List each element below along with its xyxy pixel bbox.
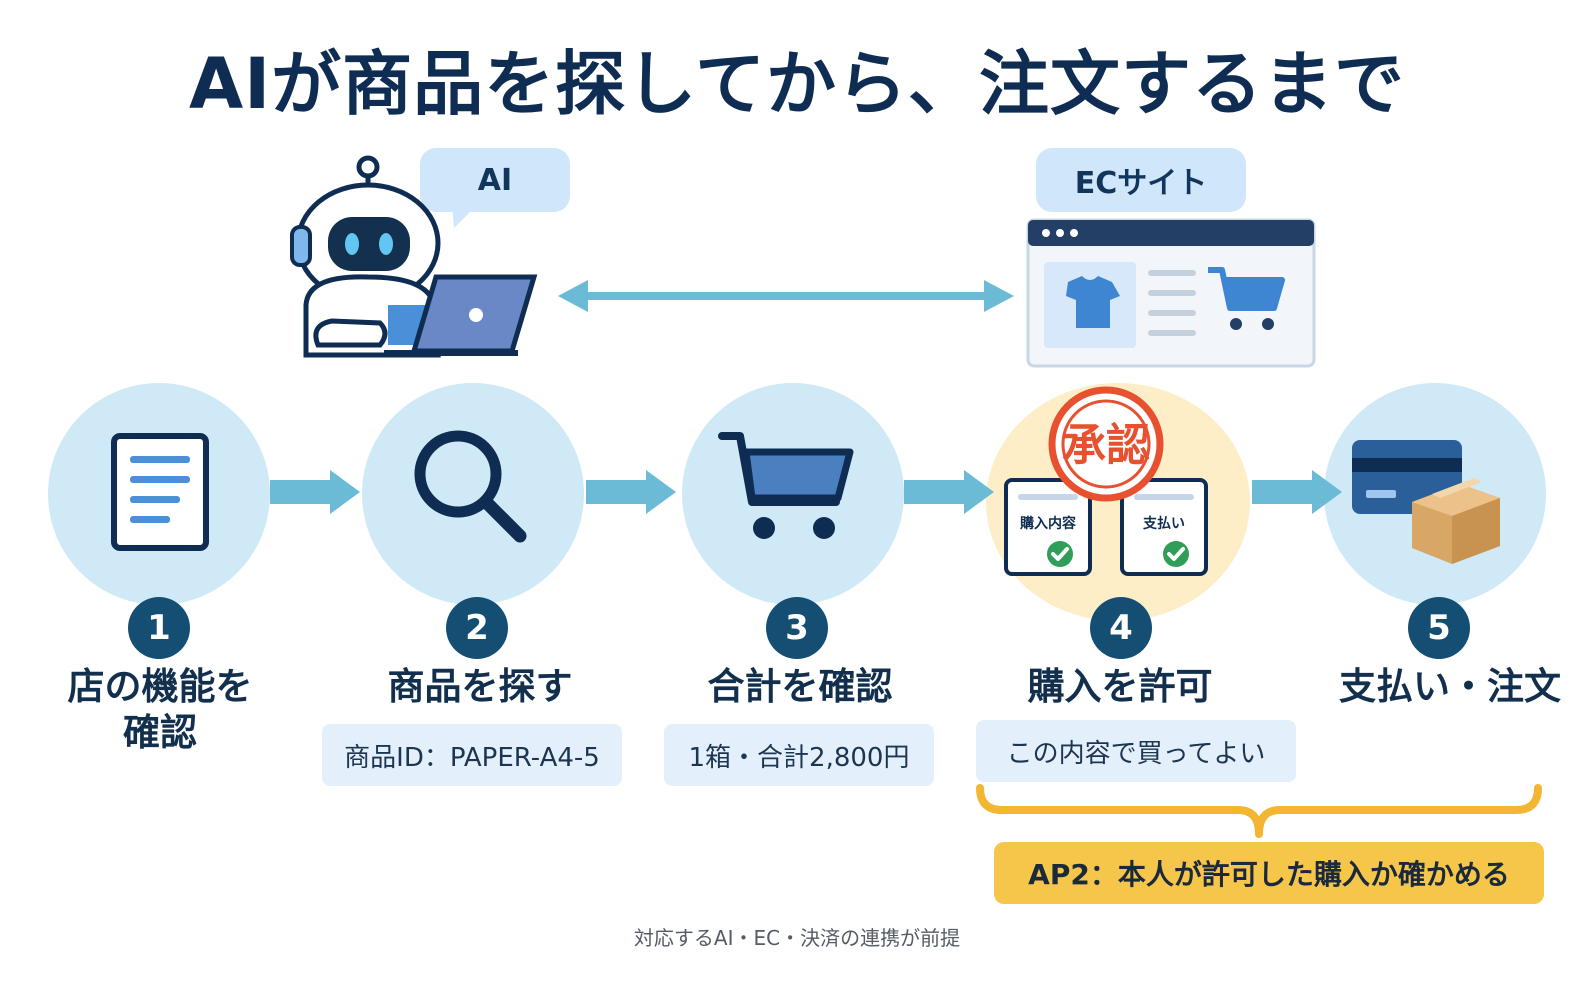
- bubble-tail-icon: [452, 204, 478, 228]
- ec-browser-window-icon: [1026, 218, 1316, 368]
- step-4-number: 4: [1090, 597, 1152, 659]
- footer-note: 対応するAI・EC・決済の連携が前提: [633, 926, 961, 950]
- step-2-circle: [362, 383, 584, 605]
- ai-speech-bubble: AI: [420, 148, 570, 212]
- flow-arrow-icon: [1252, 470, 1342, 514]
- stamp-label: 承認: [1062, 420, 1150, 471]
- step-2-label: 商品を探す: [387, 665, 573, 708]
- step-2-note: 商品ID：PAPER-A4-5: [322, 724, 622, 786]
- robot-with-laptop-icon: [290, 155, 538, 358]
- step-5-number: 5: [1408, 597, 1470, 659]
- document-icon: [111, 433, 209, 551]
- bidirectional-arrow-icon: [558, 280, 1014, 312]
- card-purchase-label: 購入内容: [1019, 515, 1076, 532]
- step-2-number: 2: [446, 597, 508, 659]
- step-4-note: この内容で買ってよい: [976, 720, 1296, 782]
- flow-arrow-icon: [270, 470, 360, 514]
- step-1-label-line2: 確認: [123, 711, 197, 754]
- step-1-label-line1: 店の機能を: [67, 665, 253, 708]
- step-3-number: 3: [766, 597, 828, 659]
- flow-arrow-icon: [586, 470, 676, 514]
- approval-stamp-icon: 購入内容 支払い 承認: [1004, 386, 1208, 576]
- ai-label: AI: [477, 162, 513, 198]
- step-3-label: 合計を確認: [707, 665, 893, 708]
- flow-arrow-icon: [904, 470, 994, 514]
- brace-icon: [976, 784, 1542, 838]
- page-title: AIが商品を探してから、注文するまで: [188, 43, 1406, 125]
- card-payment-label: 支払い: [1142, 515, 1185, 532]
- step-4-label: 購入を許可: [1027, 665, 1213, 708]
- credit-card-package-icon: [1352, 440, 1500, 564]
- search-icon: [414, 430, 527, 543]
- cart-icon: [718, 432, 854, 539]
- ec-site-bubble: ECサイト: [1036, 148, 1246, 212]
- ap2-note: AP2：本人が許可した購入か確かめる: [994, 842, 1544, 904]
- step-1-label: 店の機能を 確認: [40, 664, 280, 756]
- step-3-note: 1箱・合計2,800円: [664, 724, 934, 786]
- ec-site-label: ECサイト: [1074, 166, 1208, 201]
- step-5-label: 支払い・注文: [1339, 665, 1561, 708]
- step-1-number: 1: [128, 597, 190, 659]
